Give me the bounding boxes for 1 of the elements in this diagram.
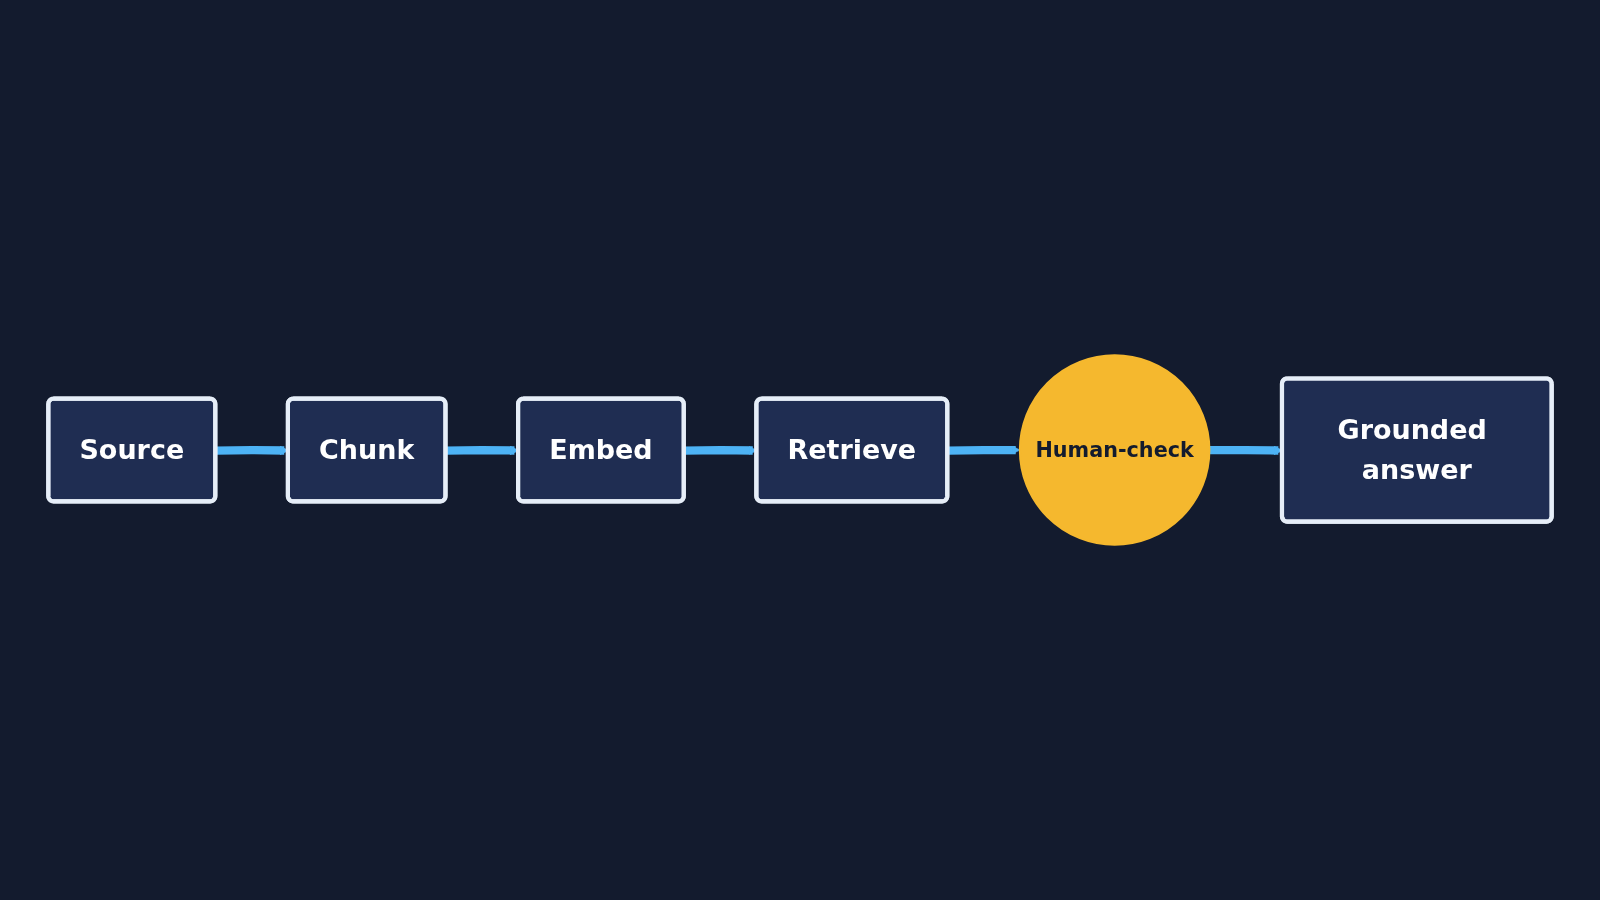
node-circle: Human-check [1018, 354, 1211, 546]
